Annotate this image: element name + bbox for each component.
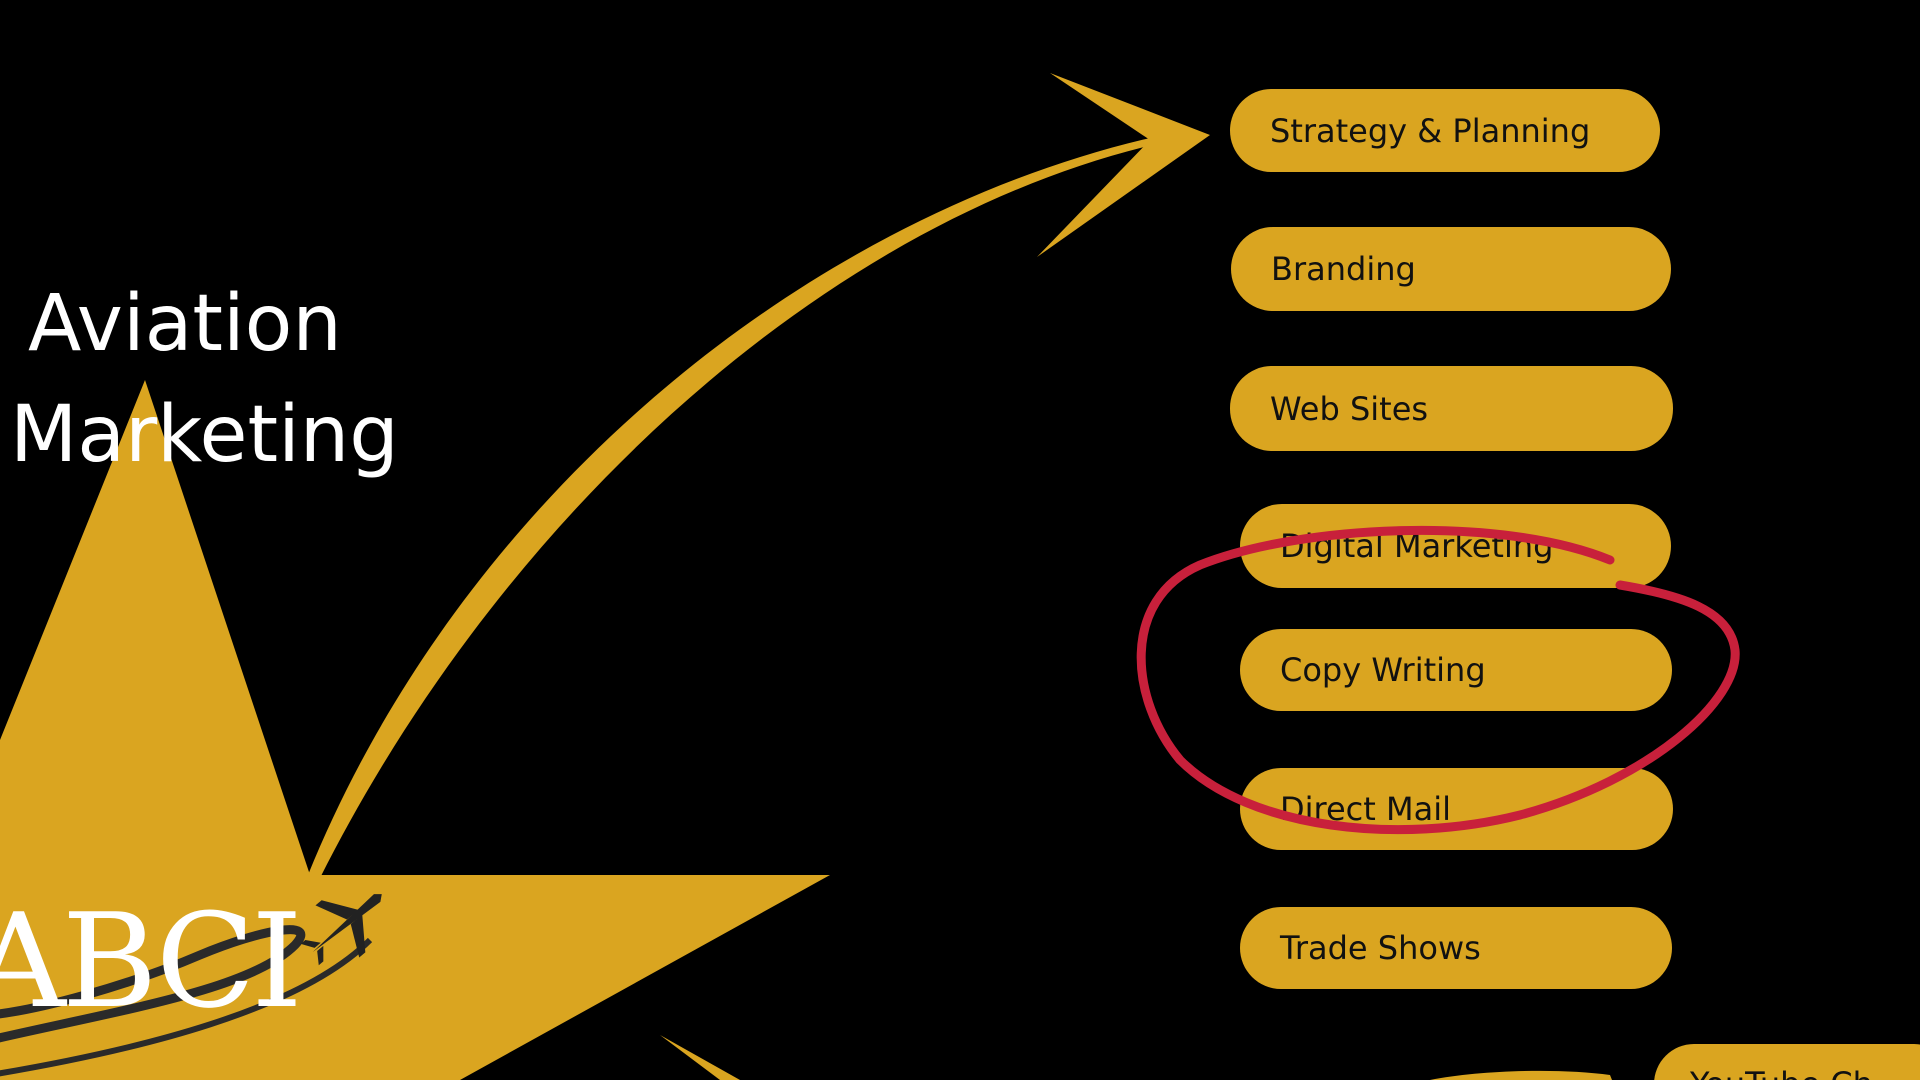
service-trade-shows[interactable]: Trade Shows bbox=[1240, 907, 1672, 989]
lower-swoosh bbox=[660, 1035, 740, 1080]
service-copy-writing[interactable]: Copy Writing bbox=[1240, 629, 1672, 711]
service-branding[interactable]: Branding bbox=[1231, 227, 1671, 311]
service-digital-marketing[interactable]: Digital Marketing bbox=[1240, 504, 1671, 588]
arrowhead-chevron bbox=[1037, 73, 1210, 257]
title-line-1: Aviation bbox=[28, 279, 342, 369]
logo-swoosh-2 bbox=[0, 937, 373, 1077]
service-strategy-planning[interactable]: Strategy & Planning bbox=[1230, 89, 1660, 172]
service-direct-mail[interactable]: Direct Mail bbox=[1240, 768, 1673, 850]
gold-star-shape bbox=[0, 380, 830, 1080]
logo-swoosh bbox=[0, 925, 306, 1043]
airplane-icon bbox=[300, 894, 382, 966]
service-youtube-channel[interactable]: YouTube Ch bbox=[1654, 1044, 1920, 1080]
title-line-2: Marketing bbox=[10, 390, 399, 480]
service-web-sites[interactable]: Web Sites bbox=[1230, 366, 1673, 451]
bottom-gold-arc bbox=[1430, 1070, 1612, 1080]
logo: ABCI bbox=[0, 885, 303, 1037]
swoosh-arrow-curve bbox=[308, 138, 1152, 878]
